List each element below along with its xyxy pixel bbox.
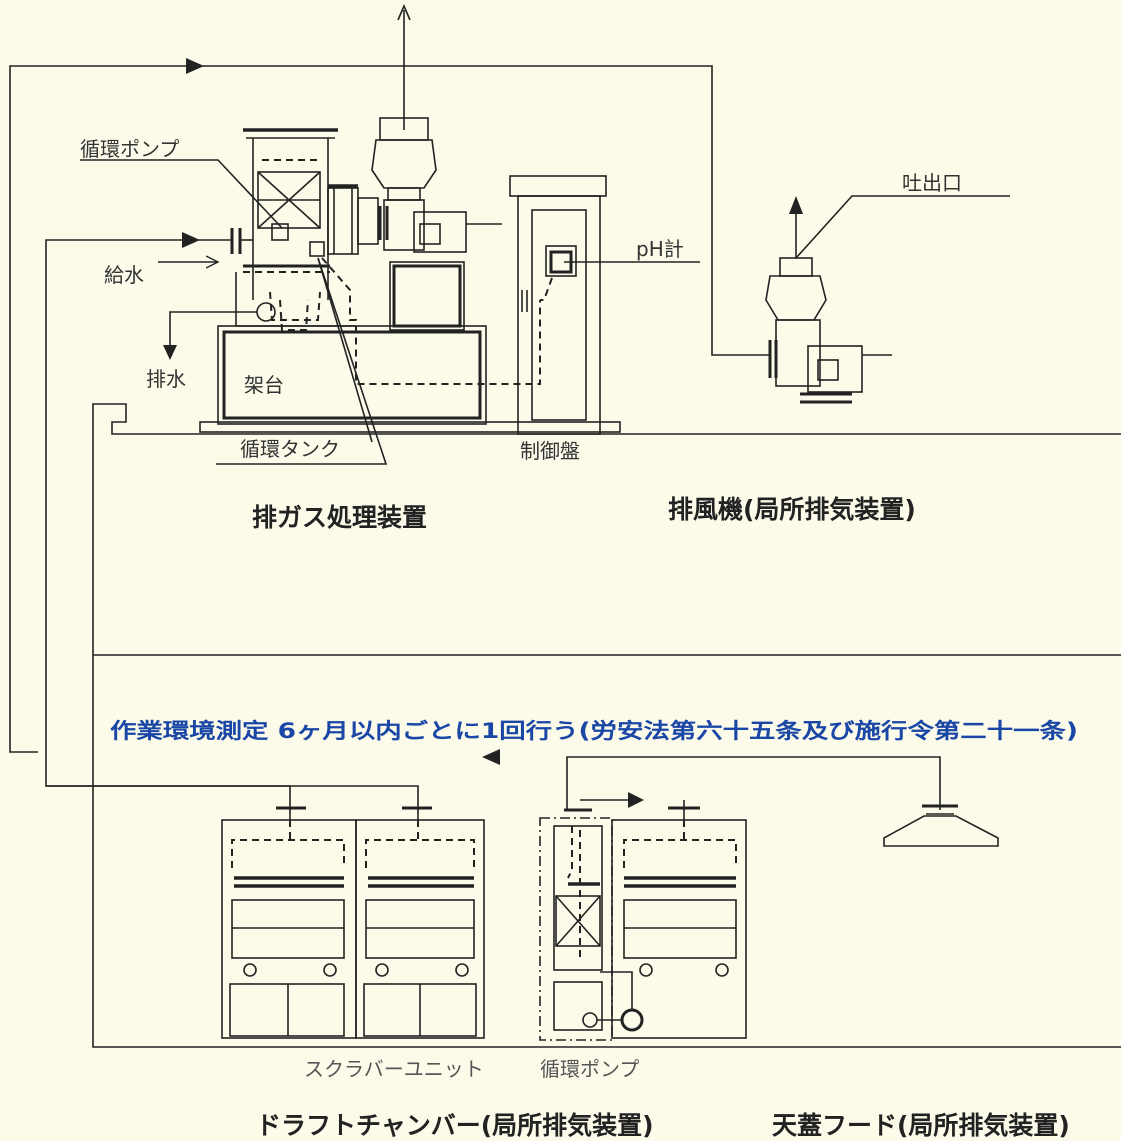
ph-meter-label: pH計: [636, 237, 684, 261]
flow-arrow-inlet: [182, 232, 200, 248]
control-panel-label: 制御盤: [520, 439, 580, 463]
room-outlines: [92, 403, 1121, 1048]
exhaust-fan-right: [765, 196, 892, 404]
circulation-pump-label: 循環ポンプ: [80, 137, 179, 161]
stack-outlet: [397, 3, 411, 130]
duct-lines: [9, 58, 941, 810]
draft-chamber-left: [221, 806, 485, 1039]
upper-exhaust-fan: [371, 117, 502, 331]
draft-chamber-right: [611, 806, 747, 1039]
outlet-label: 吐出口: [902, 171, 962, 195]
frame-label: 架台: [244, 373, 284, 397]
scrubber-unit: [539, 808, 644, 1041]
canopy-hood: [883, 804, 999, 847]
measurement-note: 作業環境測定 6ヶ月以内ごとに1回行う(労安法第六十五条及び施行令第二十一条): [110, 719, 1078, 743]
draft-chamber-title: ドラフトチャンバー(局所排気装置): [256, 1111, 654, 1140]
flow-arrow-top: [186, 58, 204, 74]
canopy-hood-title: 天蓋フード(局所排気装置): [772, 1111, 1070, 1140]
control-panel: [509, 175, 607, 435]
exhaust-gas-treatment-title: 排ガス処理装置: [252, 503, 427, 532]
drain-label: 排水: [146, 367, 186, 391]
scrubber-unit-label: スクラバーユニット: [304, 1057, 484, 1081]
water-supply-label: 給水: [104, 263, 144, 287]
leader-lines: [80, 159, 1010, 465]
circulation-pump-bottom-label: 循環ポンプ: [540, 1057, 639, 1081]
circulation-tank-label: 循環タンク: [240, 437, 340, 461]
exhaust-gas-treatment-device: [158, 128, 621, 433]
flow-arrow-canopy: [482, 749, 500, 765]
exhaust-fan-title: 排風機(局所排気装置): [668, 495, 916, 524]
